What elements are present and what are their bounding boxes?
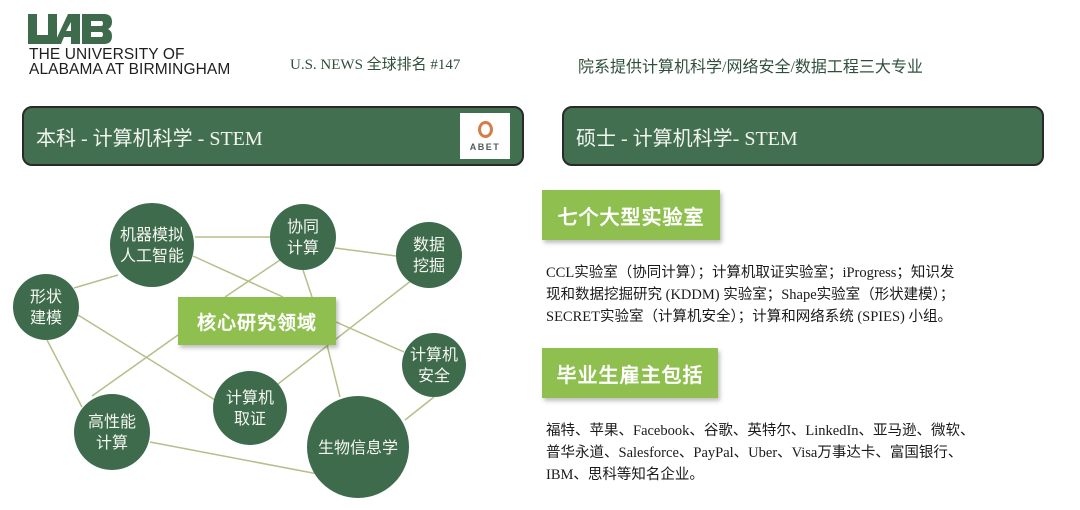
labs-line: SECRET实验室（计算机安全）；计算和网络系统 (SPIES) 小组。 [546,309,953,325]
diagram-links [46,236,435,475]
core-research-box: 核心研究领域 [178,297,336,345]
node-data-mining-label: 数据 挖掘 [412,235,445,275]
labs-heading-tag: 七个大型实验室 [542,190,720,240]
majors-note: 院系提供计算机科学/网络安全/数据工程三大专业 [578,59,923,76]
graduate-banner: 硕士 - 计算机科学- STEM [562,106,1044,166]
node-high-performance-computing: 高性能 计算 [74,394,150,470]
abet-badge: ABET [460,113,510,159]
node-collaborative-computing: 协同 计算 [270,204,336,270]
node-bioinformatics: 生物信息学 [307,396,409,498]
employers-line: 福特、苹果、Facebook、谷歌、英特尔、LinkedIn、亚马逊、微软、 [546,423,975,439]
undergrad-banner: 本科 - 计算机科学 - STEM ABET [22,106,524,166]
university-name-line2: ALABAMA AT BIRMINGHAM [29,61,231,78]
node-shape-modeling-label: 形状 建模 [29,287,62,327]
undergrad-banner-title: 本科 - 计算机科学 - STEM [36,127,263,150]
node-computer-forensics-label: 计算机 取证 [225,388,274,428]
employers-paragraph: 福特、苹果、Facebook、谷歌、英特尔、LinkedIn、亚马逊、微软、 普… [546,420,975,486]
employers-line: IBM、思科等知名企业。 [546,467,704,483]
node-collaborative-computing-label: 协同 计算 [286,217,319,257]
node-bioinformatics-label: 生物信息学 [317,437,398,457]
employers-heading-tag: 毕业生雇主包括 [542,348,718,398]
abet-ring-icon [477,120,493,138]
node-data-mining: 数据 挖掘 [396,222,462,288]
labs-paragraph: CCL实验室（协同计算）；计算机取证实验室；iProgress；知识发 现和数据… [546,262,954,328]
labs-heading: 七个大型实验室 [557,204,705,229]
node-computer-forensics: 计算机 取证 [213,371,287,445]
node-computer-security-label: 计算机 安全 [409,345,458,385]
ranking-text: U.S. NEWS 全球排名 #147 [290,57,461,73]
node-ai-label: 机器模拟 人工智能 [119,225,184,265]
university-name-line1: THE UNIVERSITY OF [29,46,185,63]
node-shape-modeling: 形状 建模 [13,274,79,340]
employers-line: 普华永道、Salesforce、PayPal、Uber、Visa万事达卡、富国银… [546,445,963,461]
labs-line: 现和数据挖掘研究 (KDDM) 实验室；Shape实验室（形状建模）； [546,287,955,303]
abet-label: ABET [469,141,501,152]
node-ai: 机器模拟 人工智能 [110,203,194,287]
node-computer-security: 计算机 安全 [402,333,466,397]
uab-logo-icon [28,14,112,44]
node-high-performance-computing-label: 高性能 计算 [87,412,136,452]
core-research-label: 核心研究领域 [196,311,317,334]
graduate-banner-title: 硕士 - 计算机科学- STEM [576,127,798,150]
labs-line: CCL实验室（协同计算）；计算机取证实验室；iProgress；知识发 [546,265,955,281]
employers-heading: 毕业生雇主包括 [556,362,704,387]
